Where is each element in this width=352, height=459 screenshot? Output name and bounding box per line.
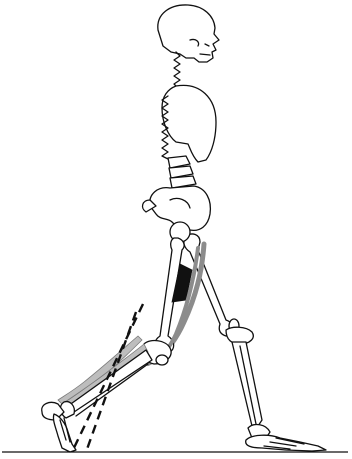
extended-patella	[156, 355, 168, 365]
skull	[158, 5, 219, 62]
extended-tibia	[68, 350, 152, 412]
rear-tibia	[232, 342, 262, 426]
extended-leg	[42, 222, 198, 452]
reference-lines	[72, 304, 143, 452]
cervical-spine	[174, 52, 180, 88]
rib-cage	[162, 85, 216, 162]
shin-angle-line	[72, 304, 143, 452]
